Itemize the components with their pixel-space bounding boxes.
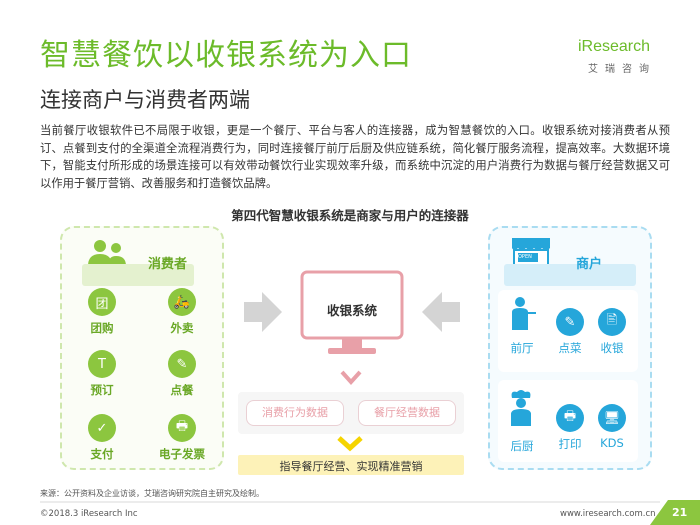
kitchen-label: 后厨 — [510, 439, 534, 453]
data-item: 消费行为数据 — [262, 406, 328, 419]
data-item: 餐厅经营数据 — [374, 406, 440, 419]
page-subtitle: 连接商户与消费者两端 — [40, 88, 250, 112]
group-buy-icon: 团 — [88, 288, 116, 316]
iresearch-logo: iResearch 艾瑞咨询 — [566, 38, 666, 76]
consumer-item: 团购 — [90, 321, 114, 335]
result-bar — [238, 455, 464, 475]
chevron-down-icon — [340, 370, 362, 385]
screen-icon: 🖥 — [598, 404, 626, 432]
consumer-item: 预订 — [90, 383, 114, 397]
people-icon — [88, 240, 126, 266]
waiter-icon — [512, 297, 536, 330]
page-badge — [650, 500, 700, 525]
consumer-header — [82, 264, 194, 286]
merchant-item: 打印 — [558, 437, 582, 451]
page-number: 21 — [672, 506, 688, 519]
merchant-panel: OPEN 商户 前厅 ✎ 点菜 🖹 收银 后厨 🖶 打印 🖥 KDS — [488, 226, 652, 470]
consumer-panel: 消费者 团 团购 🛵 外卖 T 预订 ✎ 点餐 ✓ 支付 🖶 电子发票 — [60, 226, 224, 470]
footer-divider — [40, 501, 660, 503]
printer-icon: 🖶 — [556, 404, 584, 432]
merchant-item: KDS — [600, 436, 624, 450]
consumer-item: 外卖 — [170, 321, 194, 335]
chef-icon — [511, 390, 531, 426]
source-note: 来源：公开资料及企业访谈，艾瑞咨询研究院自主研究及绘制。 — [40, 489, 264, 498]
website: www.iresearch.com.cn — [560, 509, 656, 519]
arrow-left-icon — [422, 292, 460, 332]
logo-sub: 艾瑞咨询 — [588, 64, 656, 75]
cashier-system-label: 收银系统 — [326, 303, 377, 318]
edit-icon: ✎ — [168, 350, 196, 378]
body-paragraph: 当前餐厅收银软件已不局限于收银，更是一个餐厅、平台与客人的连接器，成为智慧餐饮的… — [40, 124, 670, 190]
result-label: 指导餐厅经营、实现精准营销 — [279, 460, 423, 473]
merchant-item: 点菜 — [558, 341, 582, 355]
consumer-label: 消费者 — [148, 257, 188, 272]
chevron-down-icon — [337, 436, 363, 452]
page-title: 智慧餐饮以收银系统为入口 — [40, 38, 412, 73]
bag-icon: ✓ — [88, 414, 116, 442]
merchant-header — [504, 264, 636, 286]
shop-icon — [512, 238, 550, 269]
consumer-item: 电子发票 — [159, 447, 205, 461]
register-icon: 🖹 — [598, 308, 626, 336]
consumer-item: 点餐 — [170, 383, 194, 397]
copyright: ©2018.3 iResearch Inc — [40, 509, 138, 519]
arrow-right-icon — [244, 292, 282, 332]
edit-icon: ✎ — [556, 308, 584, 336]
logo-brand: iResearch — [578, 38, 651, 55]
scooter-icon: 🛵 — [168, 288, 196, 316]
consumer-item: 支付 — [90, 447, 114, 461]
table-icon: T — [88, 350, 116, 378]
merchant-item: 收银 — [600, 341, 624, 355]
data-area: 消费行为数据 餐厅经营数据 — [238, 392, 464, 434]
diagram-title: 第四代智慧收银系统是商家与用户的连接器 — [231, 208, 469, 223]
monitor-icon — [300, 270, 404, 354]
printer-icon: 🖶 — [168, 414, 196, 442]
merchant-label: 商户 — [576, 257, 603, 272]
open-sign: OPEN — [518, 254, 532, 260]
front-label: 前厅 — [510, 341, 534, 355]
